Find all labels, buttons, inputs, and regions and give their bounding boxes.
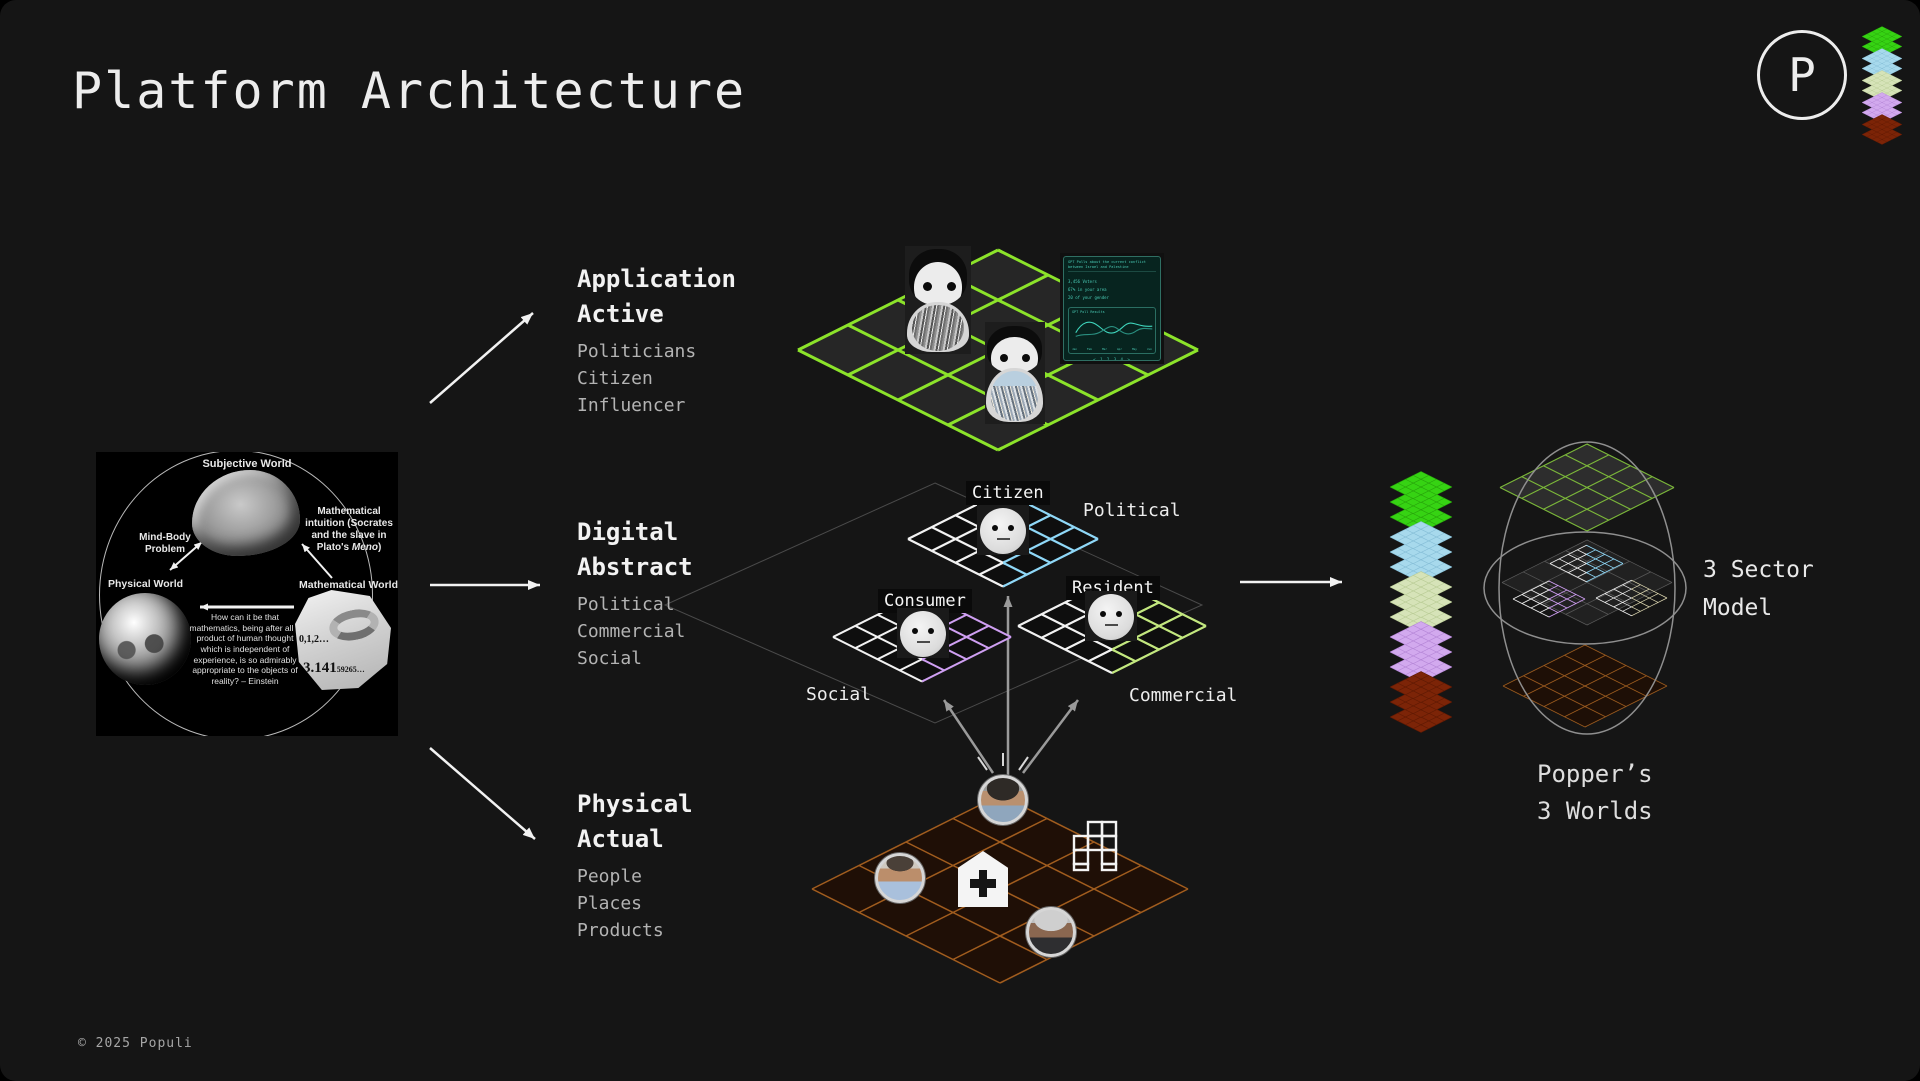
terminal-chart: GPT Poll Results Jan Feb Mar Apr May Jun xyxy=(1068,307,1156,355)
mind-body-label: Mind-Body Problem xyxy=(139,532,191,555)
logo-layer-stack xyxy=(1862,27,1902,145)
logo-badge: P xyxy=(1757,30,1847,120)
horizontal-ellipse xyxy=(1483,531,1687,645)
intuition-close: ) xyxy=(377,542,382,553)
political-label: Political xyxy=(1083,500,1181,521)
broadcast-rays xyxy=(977,753,1029,771)
digital-layer-outline xyxy=(663,482,1204,724)
model-application-grid xyxy=(1500,444,1674,531)
sector-model-line: 3 Sector xyxy=(1703,557,1814,583)
person-photo-avatar xyxy=(978,775,1028,825)
physical-to-digital-arrows xyxy=(942,596,1079,788)
pi-text: 3.14159265… xyxy=(303,660,365,677)
physical-world-label: Physical World xyxy=(108,578,184,590)
level-item: People xyxy=(577,866,643,887)
level-arrows xyxy=(429,312,1342,840)
level-title-line: Actual xyxy=(577,825,664,853)
math-intuition-label: Mathematical intuition (Socrates and the… xyxy=(302,506,396,554)
torus-shape xyxy=(326,605,382,645)
terminal-header: GPT Polls about the current conflict bet… xyxy=(1068,260,1156,273)
terminal-stat: 3,456 Voters xyxy=(1068,279,1097,285)
arrow-to-application xyxy=(429,312,534,404)
level-items: People Places Products xyxy=(577,863,693,944)
level-title-line: Digital xyxy=(577,518,679,546)
level-digital: Digital Abstract Political Commercial So… xyxy=(577,515,693,672)
mathematical-world-label: Mathematical World xyxy=(299,579,398,591)
level-application: Application Active Politicians Citizen I… xyxy=(577,262,736,419)
month-label: Apr xyxy=(1116,347,1123,352)
resident-avatar xyxy=(1088,594,1134,640)
level-item: Social xyxy=(577,648,643,669)
month-label: Jan xyxy=(1072,347,1078,352)
level-title-line: Abstract xyxy=(577,553,693,581)
sector-model-line: Model xyxy=(1703,595,1773,621)
dodecahedron-illustration: 0,1,2… 3.14159265… xyxy=(295,590,391,690)
level-items: Political Commercial Social xyxy=(577,591,693,672)
arrow-to-physical xyxy=(429,747,536,840)
numbers-text: 0,1,2… xyxy=(299,634,329,645)
month-label: Mar xyxy=(1101,347,1108,352)
terminal-stats: 3,456 Voters 67% in your area 20 of your… xyxy=(1068,278,1156,301)
logo-letter: P xyxy=(1788,48,1816,102)
analytics-terminal: GPT Polls about the current conflict bet… xyxy=(1060,253,1164,364)
level-item: Political xyxy=(577,594,675,615)
page-title: Platform Architecture xyxy=(72,62,747,120)
terminal-chart-title: GPT Poll Results xyxy=(1072,310,1105,315)
popper-worlds-label: Popper’s 3 Worlds xyxy=(1537,756,1653,830)
citizen-avatar xyxy=(980,508,1026,554)
level-item: Citizen xyxy=(577,368,653,389)
consumer-label: Consumer xyxy=(878,589,972,613)
intuition-italic: Meno xyxy=(351,542,378,553)
intuition-text: Mathematical intuition (Socrates and the… xyxy=(305,506,393,553)
level-title-line: Active xyxy=(577,300,664,328)
copyright: © 2025 Populi xyxy=(78,1036,193,1051)
brain-illustration xyxy=(192,470,300,556)
month-label: Jun xyxy=(1146,347,1152,352)
social-label: Social xyxy=(806,684,872,705)
person-photo-avatar xyxy=(875,853,925,903)
popper-worlds-line: 3 Worlds xyxy=(1537,797,1653,825)
poll-line-chart xyxy=(1075,321,1153,338)
person-photo-avatar xyxy=(1026,907,1076,957)
building-icon xyxy=(1072,820,1118,872)
level-title-line: Application xyxy=(577,265,736,293)
terminal-stat: 67% in your area xyxy=(1068,286,1107,292)
model-physical-grid xyxy=(1503,645,1667,727)
level-item: Products xyxy=(577,920,664,941)
level-physical: Physical Actual People Places Products xyxy=(577,787,693,944)
einstein-quote: How can it be that mathematics, being af… xyxy=(189,612,301,686)
level-items: Politicians Citizen Influencer xyxy=(577,338,736,419)
pi-digits: 59265… xyxy=(336,665,365,674)
popper-arrows xyxy=(169,541,333,611)
popper-worlds-image: Subjective World Mind-Body Problem Mathe… xyxy=(96,452,398,736)
citizen-label: Citizen xyxy=(966,481,1050,505)
terminal-stat: 20 of your gender xyxy=(1068,294,1109,300)
chart-month-labels: Jan Feb Mar Apr May Jun xyxy=(1072,347,1152,351)
terminal-pagination: < 1 2 3 4 > xyxy=(1093,357,1131,361)
protest-photo xyxy=(990,371,1039,421)
level-item: Places xyxy=(577,893,643,914)
sector-model-label: 3 Sector Model xyxy=(1703,551,1814,627)
level-item: Commercial xyxy=(577,621,686,642)
level-item: Politicians xyxy=(577,341,697,362)
pi-main: 3.141 xyxy=(303,660,337,676)
consumer-avatar xyxy=(900,611,946,657)
level-title-line: Physical xyxy=(577,790,693,818)
popper-worlds-line: Popper’s xyxy=(1537,760,1653,788)
popper-circle xyxy=(99,452,373,736)
layer-stack xyxy=(1390,472,1452,733)
robot-avatar xyxy=(985,322,1045,424)
subjective-world-label: Subjective World xyxy=(202,458,292,470)
month-label: Feb xyxy=(1086,347,1093,352)
earth-illustration xyxy=(99,593,191,685)
crowd-photo xyxy=(911,305,965,351)
robot-avatar xyxy=(905,246,971,354)
level-item: Influencer xyxy=(577,395,686,416)
model-digital-grid xyxy=(1502,540,1672,625)
three-sector-model xyxy=(1483,441,1687,735)
month-label: May xyxy=(1131,347,1137,352)
commercial-label: Commercial xyxy=(1129,685,1238,706)
vertical-ellipse xyxy=(1498,441,1676,735)
